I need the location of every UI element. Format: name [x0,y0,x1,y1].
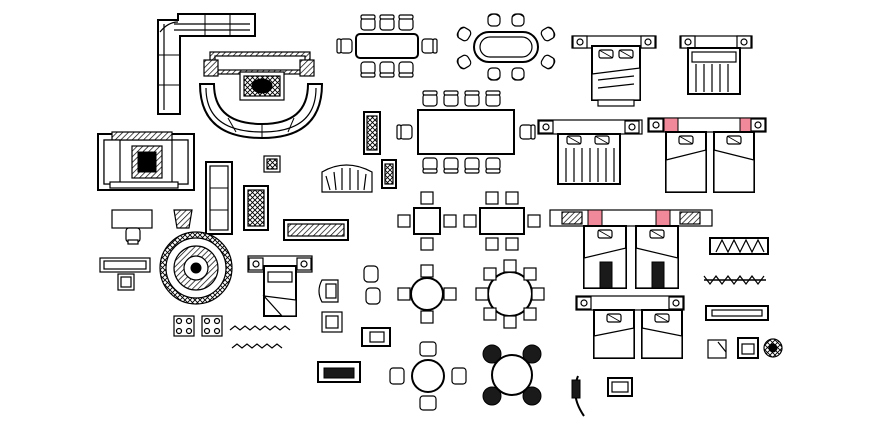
side-table-icon [263,155,281,173]
hedge-icon [229,325,291,349]
square-table-4-seat-icon [397,191,457,251]
rectangular-dining-table-8-seat-icon [336,14,438,78]
sideboard-icon [705,305,769,321]
tall-cabinet-icon [363,111,381,155]
twin-beds-icon-3 [575,295,685,359]
long-dining-table-10-seat-icon [396,90,536,174]
fireplace-icon [607,377,633,397]
round-table-armchairs-icon [389,341,467,411]
double-bed-icon [571,35,657,107]
single-bed-icon [247,255,313,317]
twin-beds-icon [647,117,767,193]
three-seater-sofa-icon [205,161,233,235]
round-table-dark-chairs-icon [482,344,542,406]
small-cabinet-icon [381,159,397,189]
dresser-with-stool-icon [99,257,151,291]
chair-small-icon [707,339,727,359]
oval-dining-table-icon [455,13,557,81]
floor-lamp-icon [571,375,585,417]
shelf-unit-icon [709,237,769,255]
rug-icon [243,185,269,231]
bench-icon [283,219,349,241]
living-room-sofa-set-icon [97,131,195,191]
stove-top-icon-2 [201,315,223,337]
armchair-icon [318,279,339,303]
rectangular-table-6-seat-icon [463,191,541,251]
plant-pot-icon [763,338,783,358]
curved-sofa-set-icon [198,51,324,140]
desk-with-chair-icon [111,209,153,245]
l-shaped-sofa-icon [157,13,256,115]
twin-beds-icon-2 [549,209,713,289]
round-table-4-seat-icon [397,264,457,324]
lounge-chair-icon [363,265,381,305]
round-rug-icon [159,231,233,305]
armchair-icon-2 [321,311,343,333]
double-bed-striped-icon [679,35,753,95]
console-table-icon [317,361,361,383]
double-bed-striped-icon-2 [537,119,643,185]
stove-top-icon [173,315,195,337]
wastebasket-icon [173,209,193,229]
recliner-icon [361,327,391,347]
round-table-8-seat-icon [475,259,545,329]
single-armchair-icon [321,164,373,193]
tv-unit-icon [737,337,759,359]
coat-rack-icon [703,275,766,285]
